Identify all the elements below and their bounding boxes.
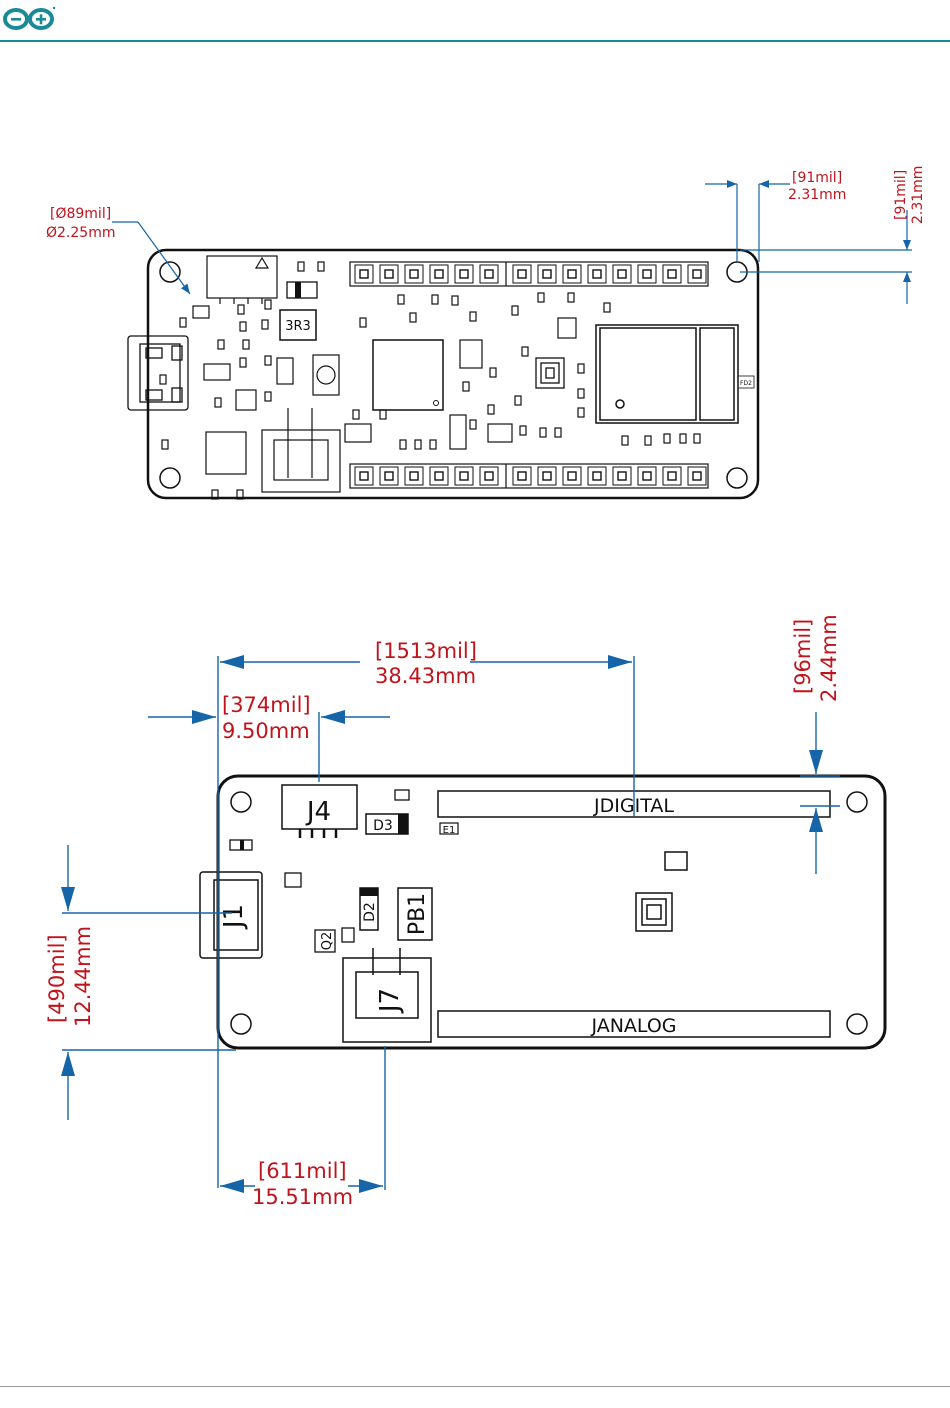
d2-label: D2 xyxy=(362,902,378,922)
fiducial-label: FD2 xyxy=(740,380,752,387)
janalog-label: JANALOG xyxy=(590,1015,676,1037)
dim-611-mm: 15.51mm xyxy=(252,1185,353,1209)
d3-label: D3 xyxy=(373,818,393,834)
q2-label: Q2 xyxy=(320,932,335,951)
dim-hole-offset-y-mm: 2.31mm xyxy=(910,166,926,224)
dim-hole-dia-mm: Ø2.25mm xyxy=(46,225,115,241)
dim-hole-offset-y xyxy=(740,210,912,304)
dim-96-mm: 2.44mm xyxy=(817,614,841,702)
j4-label: J4 xyxy=(305,797,331,827)
j7-label: J7 xyxy=(375,988,405,1014)
dim-374-mm: 9.50mm xyxy=(222,719,310,743)
j1-label: J1 xyxy=(219,904,249,930)
dim-1513-mm: 38.43mm xyxy=(375,664,476,688)
footer-rule xyxy=(0,1386,950,1387)
regulator-label: 3R3 xyxy=(285,319,311,334)
dim-96-mil: [96mil] xyxy=(791,619,815,694)
dim-hole-offset-x-mil: [91mil] xyxy=(792,170,842,186)
e1-label: E1 xyxy=(443,825,456,836)
dim-hole-offset-y-mil: [91mil] xyxy=(893,170,909,220)
dim-490-mil: [490mil] xyxy=(45,934,69,1023)
dim-374-mil: [374mil] xyxy=(222,693,311,717)
dim-611-mil: [611mil] xyxy=(258,1159,347,1183)
dim-hole-offset-x-mm: 2.31mm xyxy=(788,187,846,203)
dim-hole-dia-mil: [Ø89mil] xyxy=(50,206,111,222)
top-board-outline xyxy=(148,250,758,498)
dim-1513-mil: [1513mil] xyxy=(375,639,477,663)
dim-490-mm: 12.44mm xyxy=(71,926,95,1027)
pb1-label: PB1 xyxy=(405,893,430,935)
